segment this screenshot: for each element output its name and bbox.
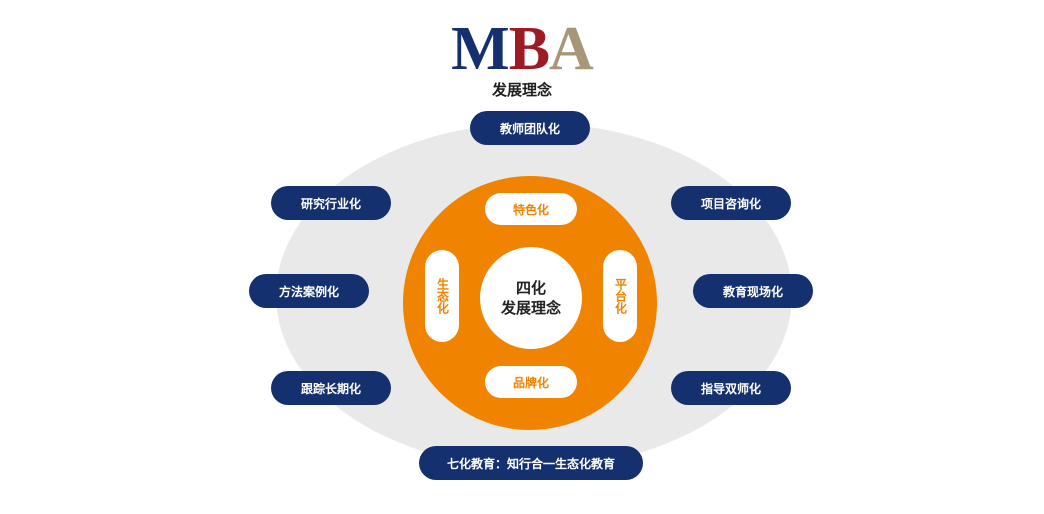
mba-logo: MBA (0, 18, 1044, 80)
page-subtitle: 发展理念 (491, 81, 552, 99)
core-line-2: 发展理念 (500, 299, 561, 317)
core-line-1: 四化 (515, 279, 546, 297)
node-top: 教师团队化 (470, 111, 590, 145)
node-right-1: 项目咨询化 (671, 186, 791, 220)
inner-pill-top: 特色化 (485, 193, 577, 225)
logo-letter-b: B (508, 15, 550, 83)
node-right-2: 教育现场化 (693, 274, 813, 308)
node-left-1: 研究行业化 (271, 186, 391, 220)
logo-letter-a: A (549, 15, 594, 83)
logo-letter-m: M (451, 15, 510, 83)
inner-pill-right: 平台化 (603, 250, 637, 342)
node-bottom: 七化教育：知行合一生态化教育 (419, 446, 643, 480)
core-circle: 四化 发展理念 (480, 247, 582, 349)
node-right-3: 指导双师化 (671, 371, 791, 405)
inner-pill-left: 生态化 (425, 250, 459, 342)
node-left-2: 方法案例化 (249, 274, 369, 308)
node-left-3: 跟踪长期化 (271, 371, 391, 405)
inner-pill-bottom: 品牌化 (485, 366, 577, 398)
